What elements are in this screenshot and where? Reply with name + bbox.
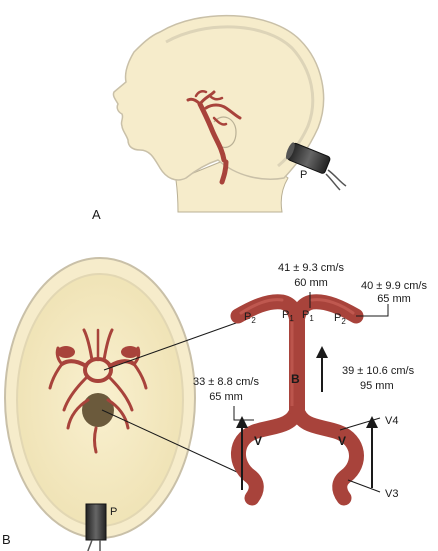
panel-b-label: B (2, 532, 11, 547)
label-v3: V3 (385, 488, 398, 500)
ear (213, 116, 237, 149)
posterior-cerebral-right (289, 294, 364, 330)
label-p1-left: P1 (282, 309, 294, 323)
flow-arrows (236, 346, 378, 490)
magnified-vessels: P2 P1 P1 P2 B V V V4 V3 41 ± (193, 262, 427, 506)
vessels-a (186, 89, 242, 185)
label-p1-right: P1 (302, 309, 314, 323)
brainstem (82, 393, 114, 427)
probe-b-label: P (110, 506, 117, 518)
p2-velocity: 40 ± 9.9 cm/s (361, 280, 427, 292)
leader-line-bottom (101, 409, 251, 479)
label-p2-left: P2 (244, 311, 256, 325)
basilar-depth: 95 mm (360, 380, 394, 392)
probe-a-label: P (300, 169, 307, 181)
pointer-vertebral (233, 406, 254, 421)
label-v4: V4 (385, 415, 398, 427)
label-v-left: V (254, 434, 262, 448)
vertebral-left (231, 402, 305, 506)
panel-b-skull: P B (2, 257, 251, 551)
probe-a (285, 142, 331, 174)
panel-a-label: A (92, 207, 101, 222)
panel-a: P A (92, 14, 347, 222)
pointer-v3 (347, 479, 381, 493)
p2-depth: 65 mm (377, 293, 411, 305)
label-v-right: V (338, 434, 346, 448)
pointer-p2 (356, 304, 389, 317)
vertebral-right (289, 402, 364, 506)
label-p2-right: P2 (334, 312, 346, 326)
head-profile (112, 14, 325, 181)
top-velocity: 41 ± 9.3 cm/s (278, 262, 344, 274)
probe-a-cable (327, 169, 347, 187)
vertebral-depth: 65 mm (209, 391, 243, 403)
probe-b (85, 503, 107, 551)
leader-line-top (103, 317, 251, 371)
basilar-velocity: 39 ± 10.6 cm/s (342, 365, 415, 377)
circle-of-willis (48, 328, 148, 454)
vertebral-velocity: 33 ± 8.8 cm/s (193, 376, 259, 388)
top-depth: 60 mm (294, 277, 328, 289)
label-basilar: B (291, 372, 300, 386)
